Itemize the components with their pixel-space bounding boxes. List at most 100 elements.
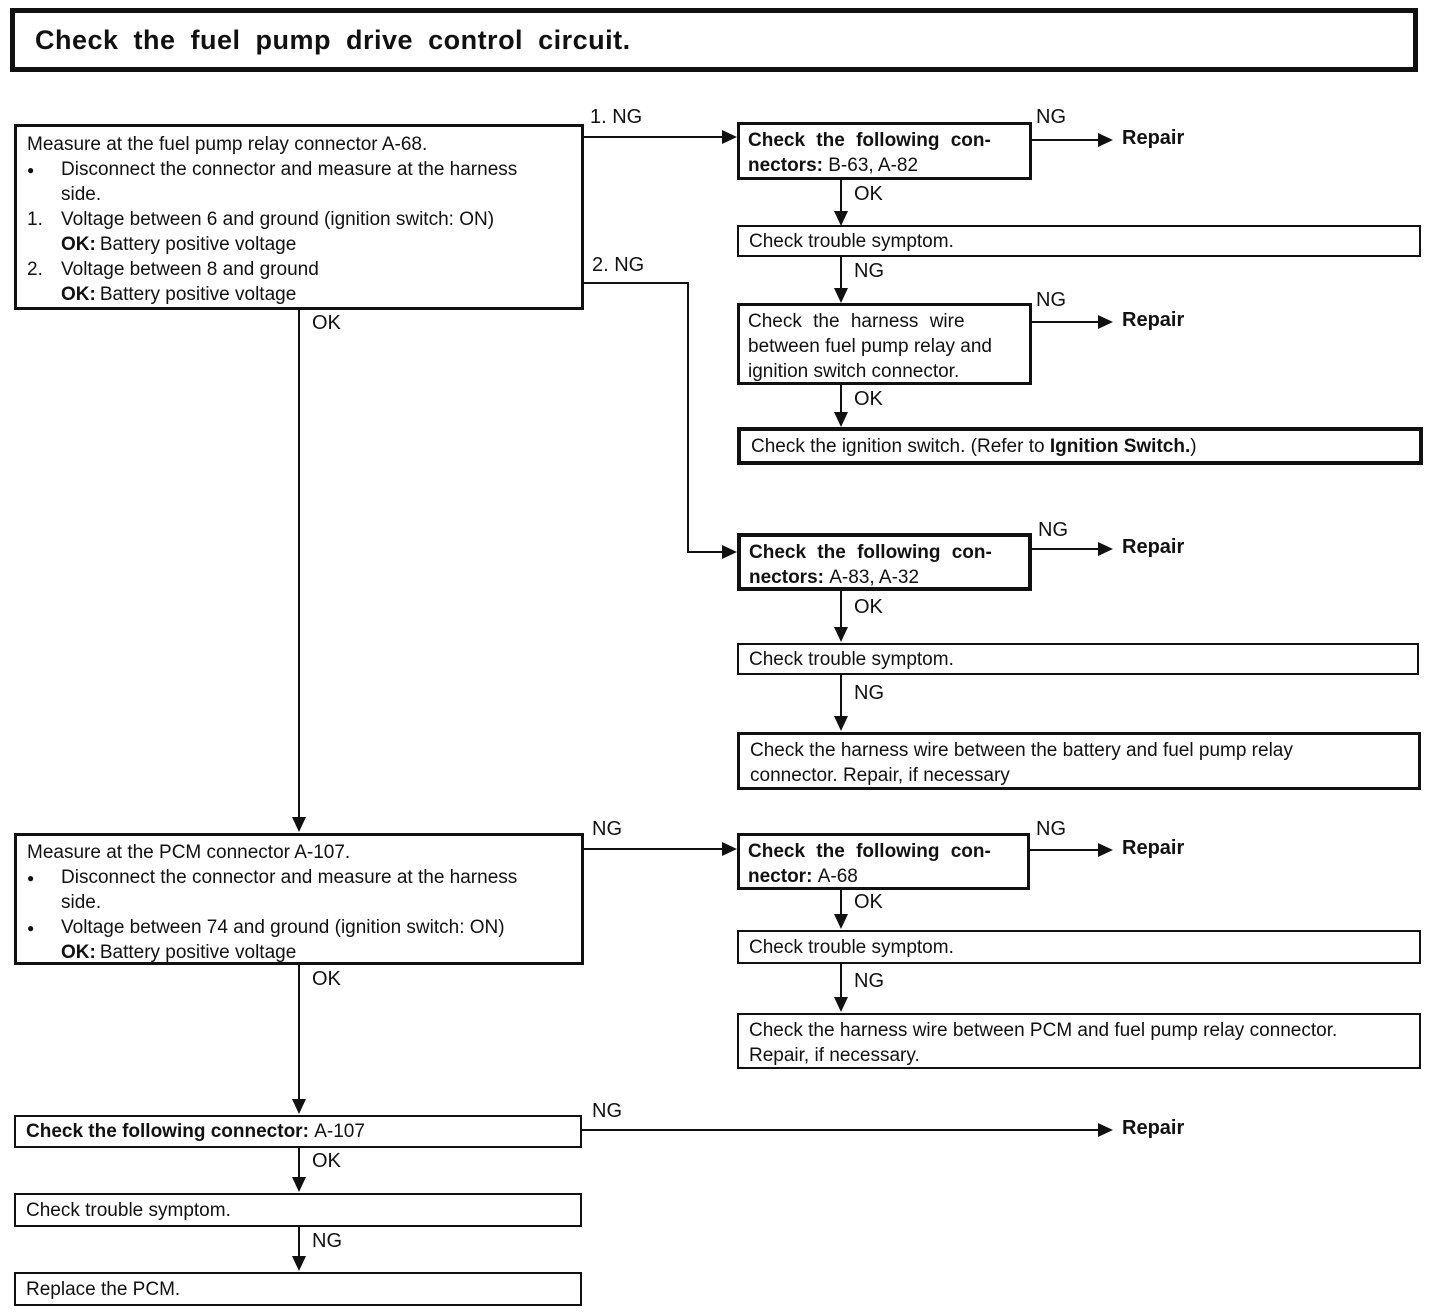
arrowhead-right-icon bbox=[1098, 315, 1113, 329]
connector-label: Check the following connector: bbox=[26, 1121, 309, 1142]
edge-label-ng: NG bbox=[854, 260, 884, 282]
ok-result: OK:Battery positive voltage bbox=[61, 940, 573, 965]
edge-label-ok: OK bbox=[312, 312, 341, 334]
terminal-repair: Repair bbox=[1122, 127, 1185, 149]
box-text: Check the following connector: A-107 bbox=[26, 1119, 365, 1144]
list-marker: 1. bbox=[27, 209, 43, 230]
arrowhead-down-icon bbox=[834, 288, 848, 303]
connector-label: nectors: bbox=[748, 155, 823, 176]
list-item: ● Voltage between 74 and ground (ignitio… bbox=[27, 915, 573, 940]
arrowhead-right-icon bbox=[1098, 542, 1113, 556]
connector-value: A-68 bbox=[817, 866, 858, 887]
connector-label: nector: bbox=[748, 866, 813, 887]
box-text-line: Repair, if necessary. bbox=[749, 1045, 920, 1066]
arrowhead-right-icon bbox=[1098, 1123, 1113, 1137]
edge-label-ok: OK bbox=[312, 1150, 341, 1172]
list-item: 1. Voltage between 6 and ground (ignitio… bbox=[27, 207, 573, 232]
list-item: OK:Battery positive voltage bbox=[27, 940, 573, 965]
edge-label-ng: NG bbox=[854, 970, 884, 992]
arrowhead-down-icon bbox=[292, 817, 306, 832]
arrowhead-down-icon bbox=[292, 1256, 306, 1271]
box-check-trouble-symptom-2: Check trouble symptom. bbox=[737, 643, 1419, 675]
list-marker: 2. bbox=[27, 259, 43, 280]
box-text-line: Check the harness wire between the batte… bbox=[750, 740, 1293, 761]
connector-line bbox=[840, 180, 842, 213]
connector-line bbox=[298, 1148, 300, 1179]
arrowhead-right-icon bbox=[722, 545, 737, 559]
box-check-connectors-b63-a82: Check the following con- nectors: B-63, … bbox=[737, 122, 1032, 180]
arrowhead-down-icon bbox=[834, 997, 848, 1012]
connector-line bbox=[298, 310, 300, 819]
list-item: side. bbox=[27, 182, 573, 207]
list-marker-empty bbox=[27, 232, 61, 257]
box-replace-pcm: Replace the PCM. bbox=[14, 1272, 582, 1306]
ok-value: Battery positive voltage bbox=[99, 942, 297, 963]
arrowhead-down-icon bbox=[292, 1099, 306, 1114]
box-check-connector-a68: Check the following con- nector: A-68 bbox=[737, 833, 1030, 890]
list-item-text: Disconnect the connector and measure at … bbox=[61, 159, 518, 180]
connector-line bbox=[1032, 139, 1100, 141]
connector-line bbox=[840, 675, 842, 718]
ok-label: OK: bbox=[61, 284, 96, 305]
edge-label-ng: NG bbox=[312, 1230, 342, 1252]
edge-label-ok: OK bbox=[854, 183, 883, 205]
ok-result: OK:Battery positive voltage bbox=[61, 232, 573, 257]
box-check-harness-battery-relay: Check the harness wire between the batte… bbox=[737, 732, 1421, 790]
list-item-text: Voltage between 74 and ground (ignition … bbox=[61, 917, 505, 938]
box-text-line: Check the following con- bbox=[749, 542, 992, 563]
box-measure-pcm-title: Measure at the PCM connector A-107. bbox=[27, 842, 351, 863]
connector-value: B-63, A-82 bbox=[828, 155, 919, 176]
box-check-ignition-switch: Check the ignition switch. (Refer to Ign… bbox=[737, 427, 1423, 465]
list-marker-empty bbox=[27, 282, 61, 307]
list-item: ● Disconnect the connector and measure a… bbox=[27, 865, 573, 890]
connector-value: A-107 bbox=[314, 1121, 365, 1142]
list-item-text: Voltage between 6 and ground (ignition s… bbox=[61, 209, 495, 230]
box-text-line: ignition switch connector. bbox=[748, 361, 960, 382]
box-text: Replace the PCM. bbox=[26, 1278, 181, 1300]
bullet-icon: ● bbox=[27, 163, 35, 177]
edge-label-ng: NG bbox=[854, 682, 884, 704]
connector-line bbox=[298, 965, 300, 1101]
connector-line bbox=[298, 1227, 300, 1258]
connector-line bbox=[687, 551, 723, 553]
list-marker-empty bbox=[27, 890, 61, 915]
box-check-trouble-symptom-4: Check trouble symptom. bbox=[14, 1193, 582, 1227]
edge-label-ng: NG bbox=[592, 1100, 622, 1122]
terminal-repair: Repair bbox=[1122, 536, 1185, 558]
box-text-bold: Ignition Switch. bbox=[1049, 435, 1191, 457]
connector-line bbox=[840, 964, 842, 999]
box-text-line: Check the harness wire bbox=[748, 311, 965, 332]
box-text-part: ) bbox=[1190, 435, 1197, 457]
connector-line bbox=[582, 1129, 1100, 1131]
arrowhead-right-icon bbox=[722, 842, 737, 856]
box-measure-fuel-pump-relay-title: Measure at the fuel pump relay connector… bbox=[27, 134, 428, 155]
arrowhead-down-icon bbox=[834, 716, 848, 731]
connector-line bbox=[687, 282, 689, 553]
arrowhead-down-icon bbox=[834, 412, 848, 427]
ok-result: OK:Battery positive voltage bbox=[61, 282, 573, 307]
list-marker-empty bbox=[27, 940, 61, 965]
box-check-connector-a107: Check the following connector: A-107 bbox=[14, 1115, 582, 1148]
box-text: Check trouble symptom. bbox=[26, 1199, 231, 1221]
edge-label-ok: OK bbox=[854, 891, 883, 913]
list-item: side. bbox=[27, 890, 573, 915]
connector-line bbox=[840, 591, 842, 629]
list-item-text: side. bbox=[61, 892, 102, 913]
box-check-harness-pcm-relay: Check the harness wire between PCM and f… bbox=[737, 1013, 1421, 1069]
box-text-line: between fuel pump relay and bbox=[748, 336, 992, 357]
box-text: Check the ignition switch. (Refer to Ign… bbox=[751, 434, 1197, 459]
connector-label: nectors: bbox=[749, 567, 824, 588]
box-check-connectors-a83-a32: Check the following con- nectors: A-83, … bbox=[737, 533, 1032, 591]
connector-line bbox=[840, 385, 842, 414]
ok-value: Battery positive voltage bbox=[99, 284, 297, 305]
terminal-repair: Repair bbox=[1122, 309, 1185, 331]
arrowhead-right-icon bbox=[1098, 843, 1113, 857]
ok-label: OK: bbox=[61, 942, 96, 963]
edge-label-ng: NG bbox=[1036, 106, 1066, 128]
box-text-line: connector. Repair, if necessary bbox=[750, 765, 1010, 786]
arrowhead-right-icon bbox=[722, 130, 737, 144]
list-item: OK:Battery positive voltage bbox=[27, 282, 573, 307]
list-item: OK:Battery positive voltage bbox=[27, 232, 573, 257]
box-text-part: Check the ignition switch. (Refer to bbox=[751, 435, 1050, 457]
